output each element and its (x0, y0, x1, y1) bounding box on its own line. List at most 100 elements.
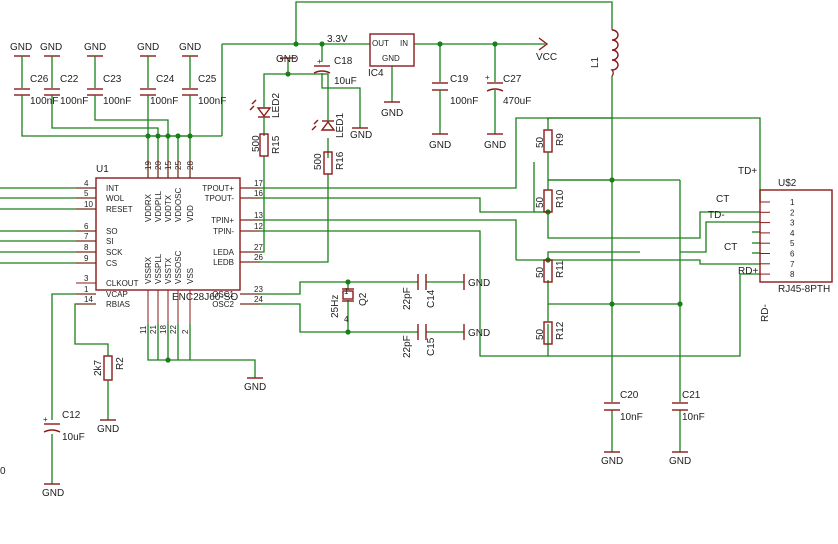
svg-text:C18: C18 (334, 56, 353, 67)
gnd-r2: GND (97, 419, 119, 435)
svg-text:C25: C25 (198, 74, 217, 85)
u1-pin-si: 7SI (76, 232, 114, 246)
svg-text:VSSTX: VSSTX (164, 257, 173, 284)
svg-text:VSSRX: VSSRX (144, 256, 153, 284)
svg-text:23: 23 (254, 285, 263, 294)
svg-text:WOL: WOL (106, 194, 125, 203)
svg-text:GND: GND (244, 382, 266, 393)
cap-c15: 22pF C15 (402, 324, 437, 358)
svg-text:6: 6 (84, 222, 89, 231)
svg-text:17: 17 (254, 179, 263, 188)
ic4-out-label: OUT (372, 39, 389, 48)
ic4-in-label: IN (400, 39, 408, 48)
svg-text:RD-: RD- (760, 304, 771, 322)
svg-text:OSC1: OSC1 (212, 290, 234, 299)
svg-text:2: 2 (790, 208, 795, 217)
gnd-c21: GND (669, 451, 691, 467)
svg-text:GND: GND (350, 130, 372, 141)
svg-text:RESET: RESET (106, 205, 133, 214)
svg-text:16: 16 (254, 189, 263, 198)
svg-text:470uF: 470uF (503, 96, 531, 107)
svg-text:10uF: 10uF (334, 76, 357, 87)
svg-text:CT: CT (716, 194, 729, 205)
svg-text:14: 14 (84, 295, 93, 304)
svg-text:VCAP: VCAP (106, 290, 128, 299)
svg-text:TPOUT+: TPOUT+ (202, 184, 234, 193)
svg-text:C20: C20 (620, 390, 639, 401)
svg-text:22pF: 22pF (402, 335, 413, 358)
gnd-c19: GND (429, 133, 451, 151)
svg-text:10uF: 10uF (62, 432, 85, 443)
svg-text:C14: C14 (426, 289, 437, 308)
svg-text:12: 12 (254, 222, 263, 231)
svg-text:13: 13 (254, 211, 263, 220)
rj45-pin: 5 (760, 239, 795, 248)
gnd-led: GND (276, 54, 298, 65)
net-labels: TD+ TD- CT CT RD+ RD- 0 (0, 166, 771, 477)
svg-text:+: + (317, 57, 322, 66)
svg-text:4: 4 (84, 179, 89, 188)
svg-text:GND: GND (137, 42, 159, 53)
svg-text:SO: SO (106, 227, 118, 236)
svg-text:26: 26 (254, 253, 263, 262)
svg-text:27: 27 (254, 243, 263, 252)
u1-right-pins: 17TPOUT+16TPOUT-13TPIN+12TPIN-27LEDA26LE… (202, 179, 263, 309)
svg-text:VDDPLL: VDDPLL (154, 190, 163, 222)
svg-text:C23: C23 (103, 74, 122, 85)
svg-text:9: 9 (84, 254, 89, 263)
svg-text:GND: GND (601, 456, 623, 467)
svg-text:2: 2 (181, 329, 190, 334)
cap-c20: C20 10nF (604, 390, 643, 423)
svg-text:500: 500 (251, 135, 262, 152)
svg-text:8: 8 (790, 270, 795, 279)
svg-text:5: 5 (84, 189, 89, 198)
svg-text:2k7: 2k7 (93, 359, 104, 376)
resistor-r11: 50 R11 (535, 259, 566, 283)
svg-text:50: 50 (535, 136, 546, 148)
svg-text:VDDOSC: VDDOSC (174, 188, 183, 222)
inductor-l1: L1 (590, 29, 619, 77)
u1-chip: U1 ENC28J60-SO 4INT5WOL10RESET6SO7SI8SCK… (76, 160, 263, 334)
svg-text:Q2: Q2 (358, 292, 369, 306)
svg-text:VDDTX: VDDTX (164, 194, 173, 222)
svg-text:22pF: 22pF (402, 287, 413, 310)
cap-c12: + C12 10uF (43, 410, 85, 443)
rj45-pin: 3 (760, 219, 795, 228)
svg-text:100nF: 100nF (450, 96, 478, 107)
svg-text:RD+: RD+ (738, 266, 758, 277)
u1-pin-so: 6SO (76, 222, 118, 236)
svg-text:OSC2: OSC2 (212, 300, 234, 309)
svg-text:500: 500 (313, 153, 324, 170)
svg-text:100nF: 100nF (198, 96, 226, 107)
svg-text:21: 21 (149, 325, 158, 334)
svg-text:25Hz: 25Hz (330, 295, 341, 318)
gnd-c23: GND (84, 42, 106, 88)
vcc-label: VCC (536, 52, 557, 63)
svg-text:GND: GND (179, 42, 201, 53)
svg-text:GND: GND (381, 108, 403, 119)
vcc-port: VCC (536, 37, 557, 63)
svg-text:LEDA: LEDA (213, 248, 235, 257)
svg-text:SCK: SCK (106, 248, 123, 257)
regulator-ic4: OUT IN GND IC4 3.3V (327, 33, 415, 79)
svg-text:GND: GND (42, 488, 64, 499)
svg-text:GND: GND (468, 328, 490, 339)
svg-text:10nF: 10nF (620, 412, 643, 423)
